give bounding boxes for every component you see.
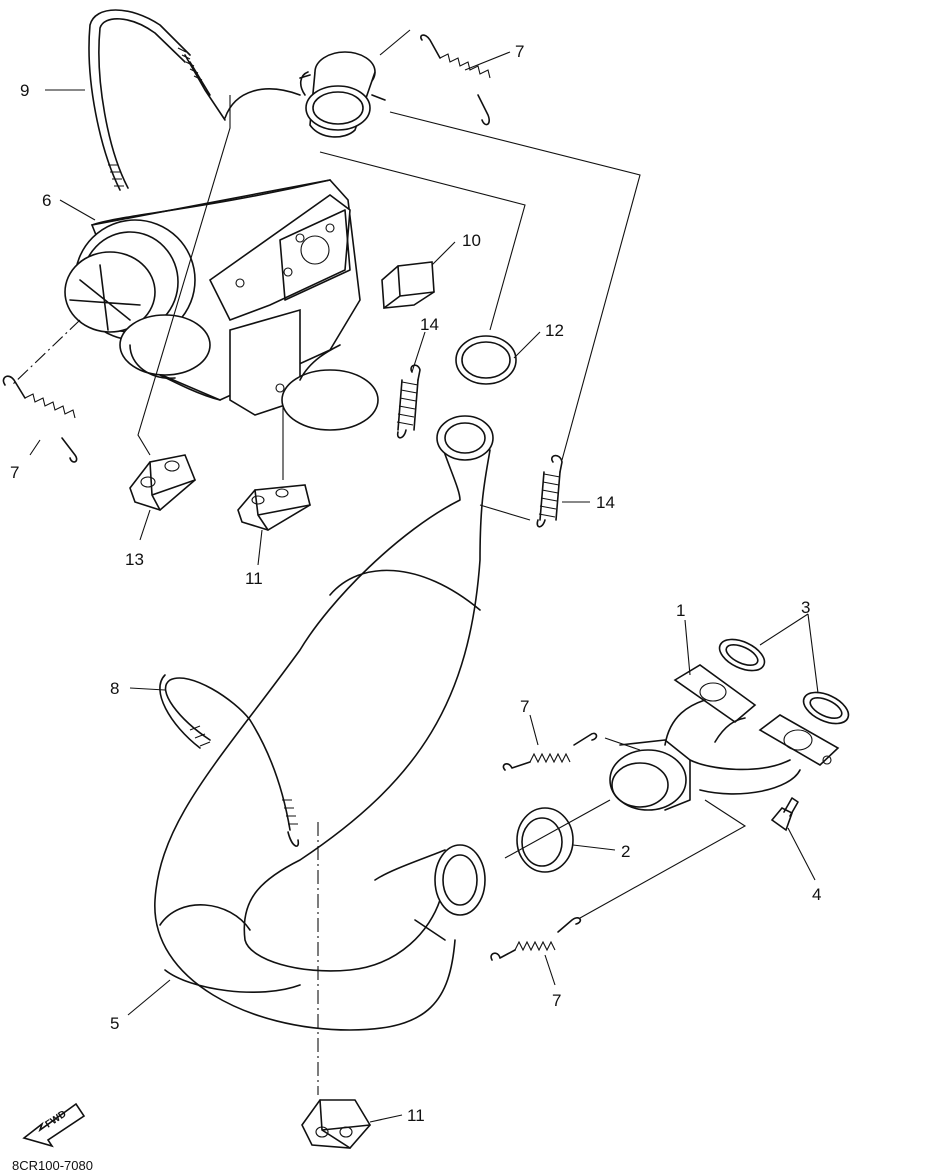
forward-arrow-icon: FWD: [22, 1102, 86, 1148]
callout-2: 2: [621, 842, 630, 861]
gasket-part-3: [718, 638, 850, 725]
manifold-part-1: [609, 664, 840, 811]
spring-part-7-left: [2, 375, 78, 463]
callout-3: 3: [801, 598, 810, 617]
drawing-code: 8CR100-7080: [12, 1158, 93, 1173]
strap-part-8: [159, 674, 300, 847]
damper-part-11-bottom: [301, 1099, 371, 1149]
damper-part-11-mid: [237, 484, 311, 531]
callout-10: 10: [462, 231, 481, 250]
callout-13: 13: [125, 550, 144, 569]
silencer-part-6: [64, 179, 379, 431]
callout-12: 12: [545, 321, 564, 340]
oring-part-12: [455, 335, 517, 385]
exhaust-pipe-part-5: [154, 415, 494, 1031]
callout-5: 5: [110, 1014, 119, 1033]
callout-14-center: 14: [420, 315, 439, 334]
callout-6: 6: [42, 191, 51, 210]
strap-part-9: [88, 9, 301, 191]
callout-labels: 9 7 6 10 14 12 7 14 13 11 1 3 8 7 2 4 5 …: [10, 42, 821, 1125]
callout-11-bottom: 11: [407, 1106, 425, 1125]
callout-4: 4: [812, 885, 821, 904]
spring-part-7-top: [420, 34, 491, 126]
spring-part-14-center: [396, 364, 421, 439]
gasket-part-2: [516, 807, 574, 873]
callout-9: 9: [20, 81, 29, 100]
spring-part-7-lower: [490, 917, 582, 961]
alignment-lines: [11, 29, 747, 1095]
callout-11-mid: 11: [245, 569, 263, 588]
callout-7-top: 7: [515, 42, 524, 61]
callout-1: 1: [676, 601, 685, 620]
damper-part-13: [129, 454, 196, 511]
bolt-part-4: [770, 797, 799, 832]
callout-14-right: 14: [596, 493, 615, 512]
callout-7-lower: 7: [552, 991, 561, 1010]
callout-8: 8: [110, 679, 119, 698]
callout-7-left: 7: [10, 463, 19, 482]
outlet-clamp: [299, 51, 386, 138]
callout-7-mid: 7: [520, 697, 529, 716]
callout-leaders: [29, 51, 819, 1123]
spring-part-7-mid: [502, 732, 598, 771]
spring-part-14-right: [536, 454, 563, 528]
damper-part-10: [381, 261, 435, 309]
